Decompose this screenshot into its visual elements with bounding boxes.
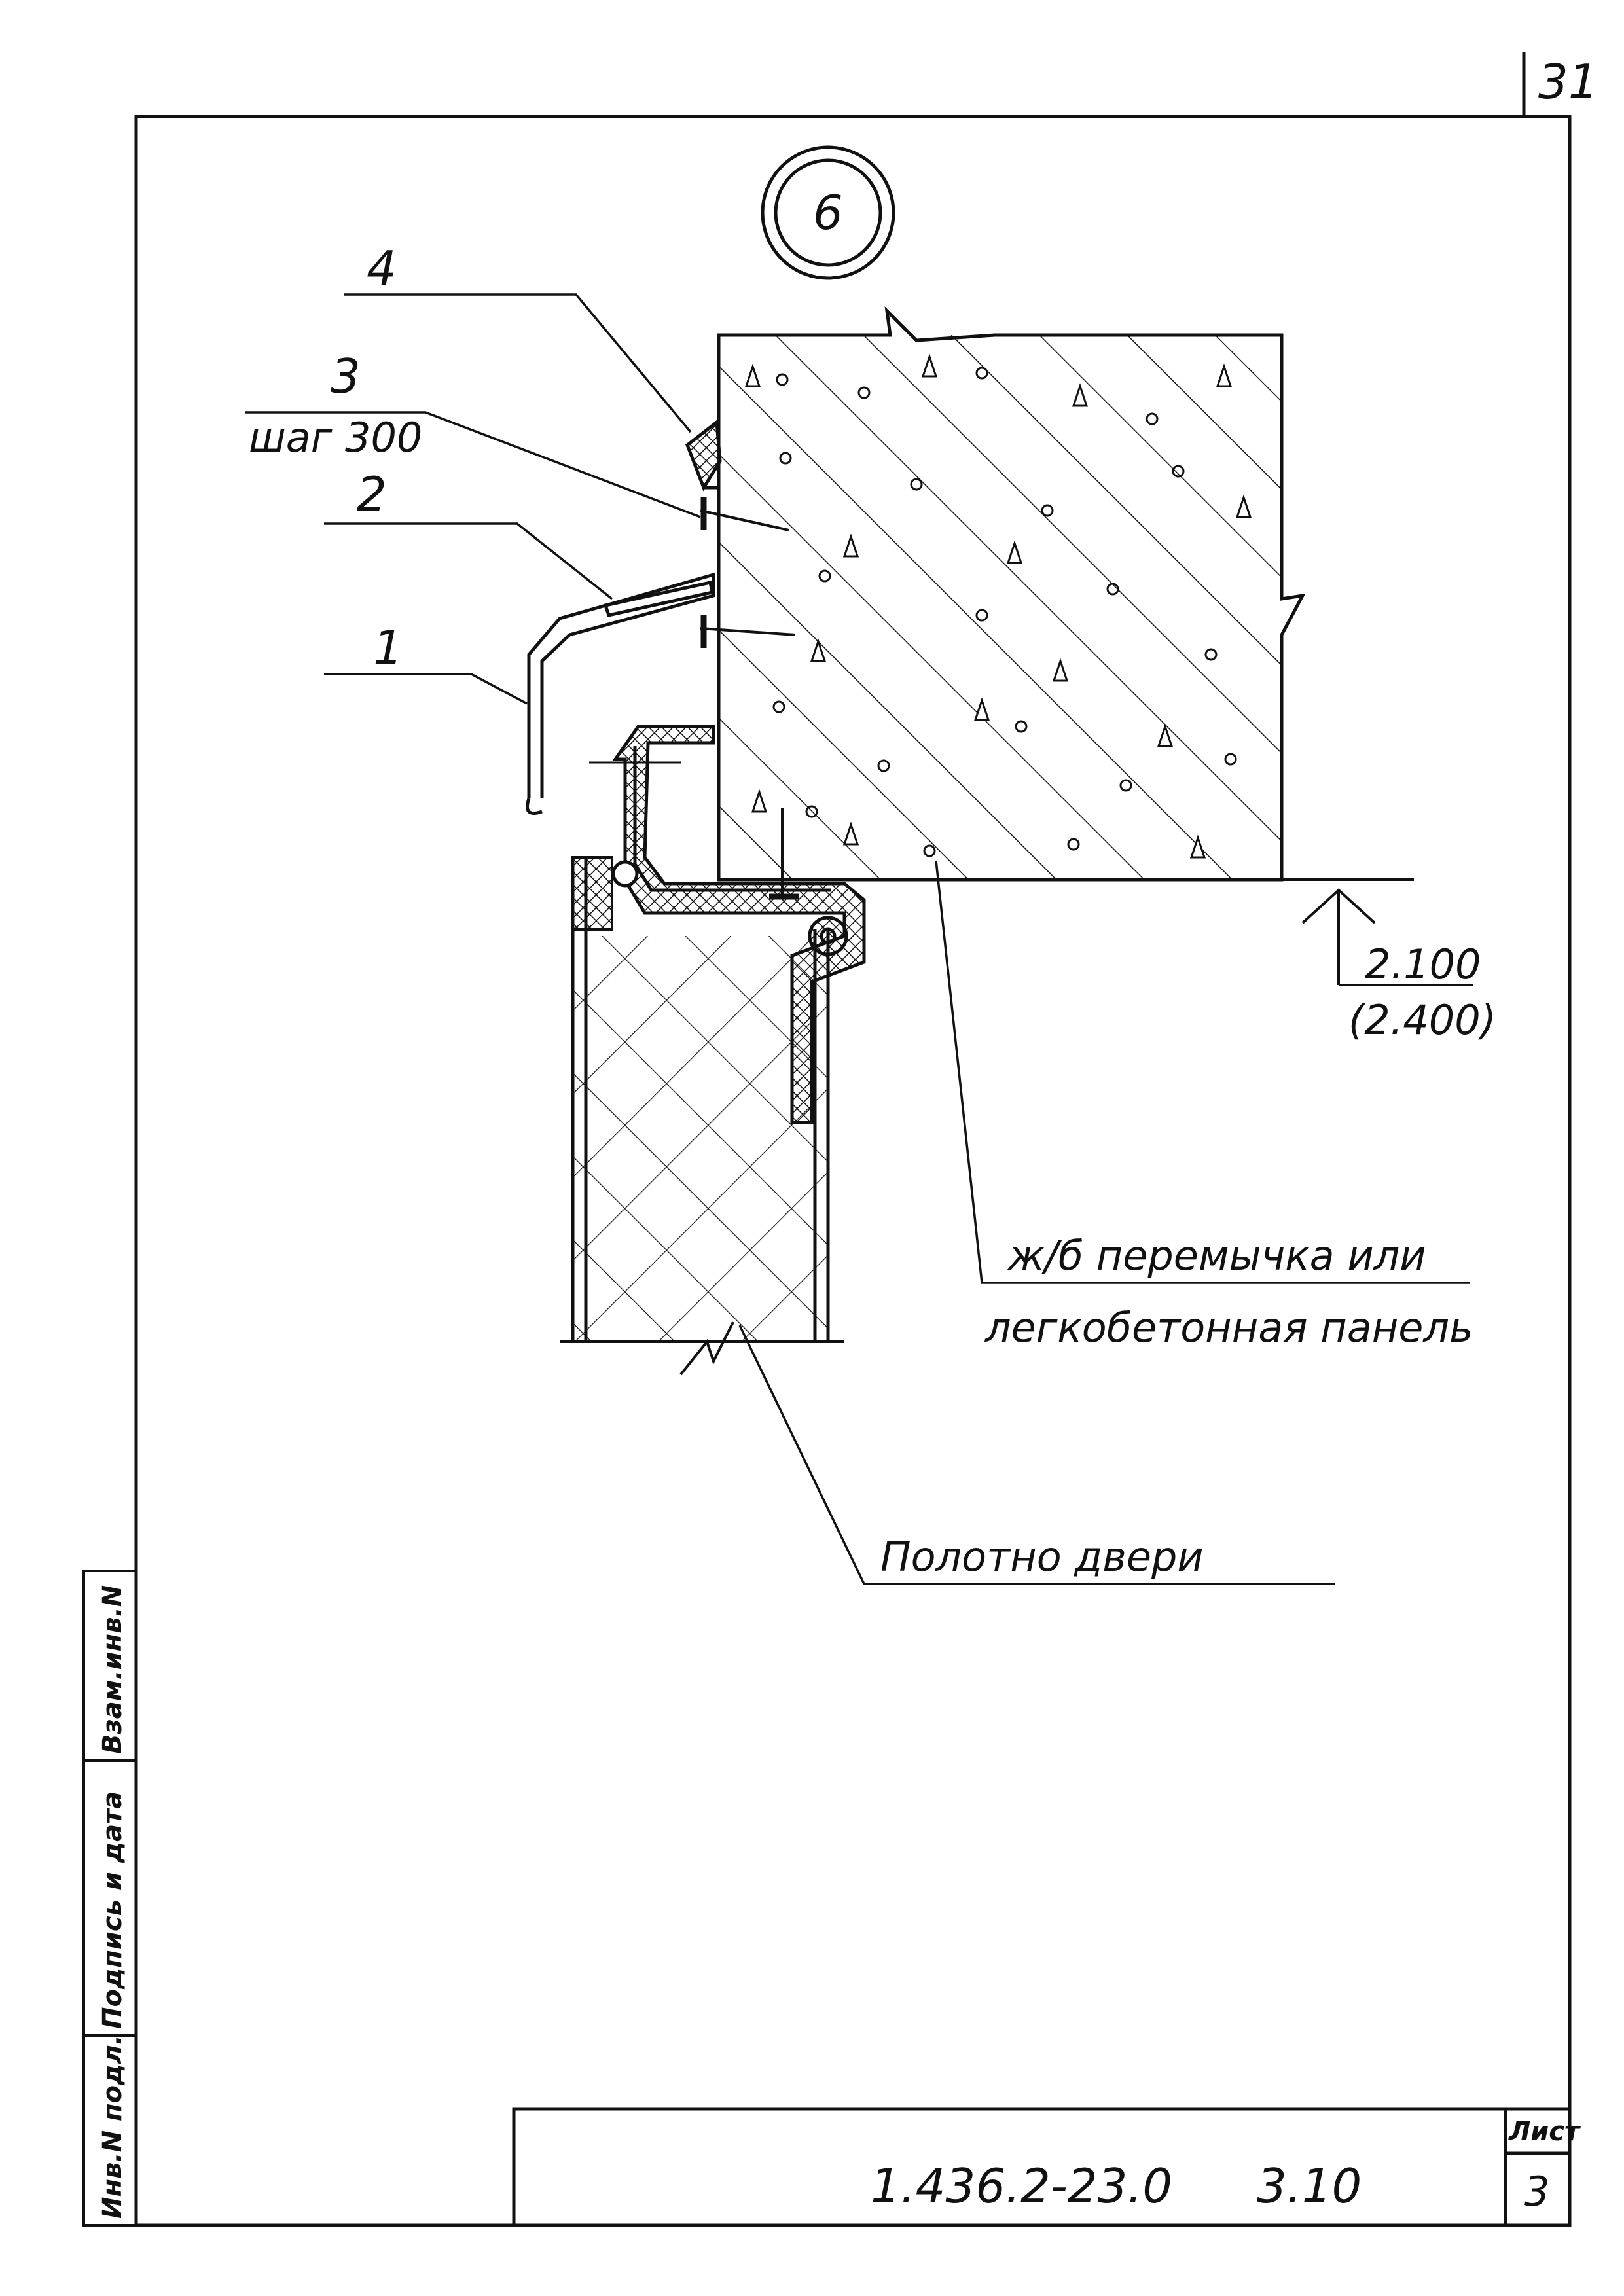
- stamp-signature-date: Подпись и дата: [98, 1791, 128, 2029]
- callout-4: 4: [367, 241, 397, 296]
- level-mark: [1282, 878, 1473, 986]
- stamp-replaced-inv: Взам.инв.N: [98, 1585, 128, 1754]
- note-lintel-line1: ж/б перемычка или: [1007, 1232, 1426, 1280]
- leader-lines: [245, 293, 1470, 1585]
- gasket-small: [611, 860, 639, 888]
- title-block: [512, 2107, 1572, 2227]
- concrete-lintel: [717, 306, 1306, 882]
- title-code: 1.436.2-23.0: [871, 2159, 1172, 2214]
- sheet-number: 31: [1538, 54, 1598, 109]
- detail-marker: 6: [761, 145, 895, 280]
- seal-strip-2: [603, 581, 714, 617]
- door-leaf: [560, 856, 844, 1376]
- level-alt-value: (2.400): [1348, 996, 1496, 1044]
- flashing-4: [685, 419, 722, 492]
- title-sheet-label: Лист: [1508, 2117, 1581, 2147]
- frame-inner: [633, 746, 831, 892]
- note-lintel-line2: легкобетонная панель: [984, 1304, 1473, 1352]
- drip-bend: [526, 798, 543, 815]
- callout-1: 1: [373, 620, 403, 675]
- title-sheet-value: 3: [1524, 2168, 1549, 2215]
- stamp-inv-no: Инв.N подл.: [98, 2035, 128, 2219]
- side-stamp: [82, 1570, 137, 2227]
- detail-marker-number: 6: [813, 185, 843, 240]
- note-door-leaf: Полотно двери: [880, 1533, 1204, 1581]
- title-section: 3.10: [1257, 2159, 1362, 2214]
- callout-2: 2: [357, 467, 387, 522]
- fasteners: [700, 497, 799, 900]
- callout-3: 3: [331, 349, 361, 404]
- level-value: 2.100: [1365, 941, 1481, 988]
- callout-3-note: шаг 300: [249, 414, 422, 461]
- drip-flashing-1: [527, 572, 715, 798]
